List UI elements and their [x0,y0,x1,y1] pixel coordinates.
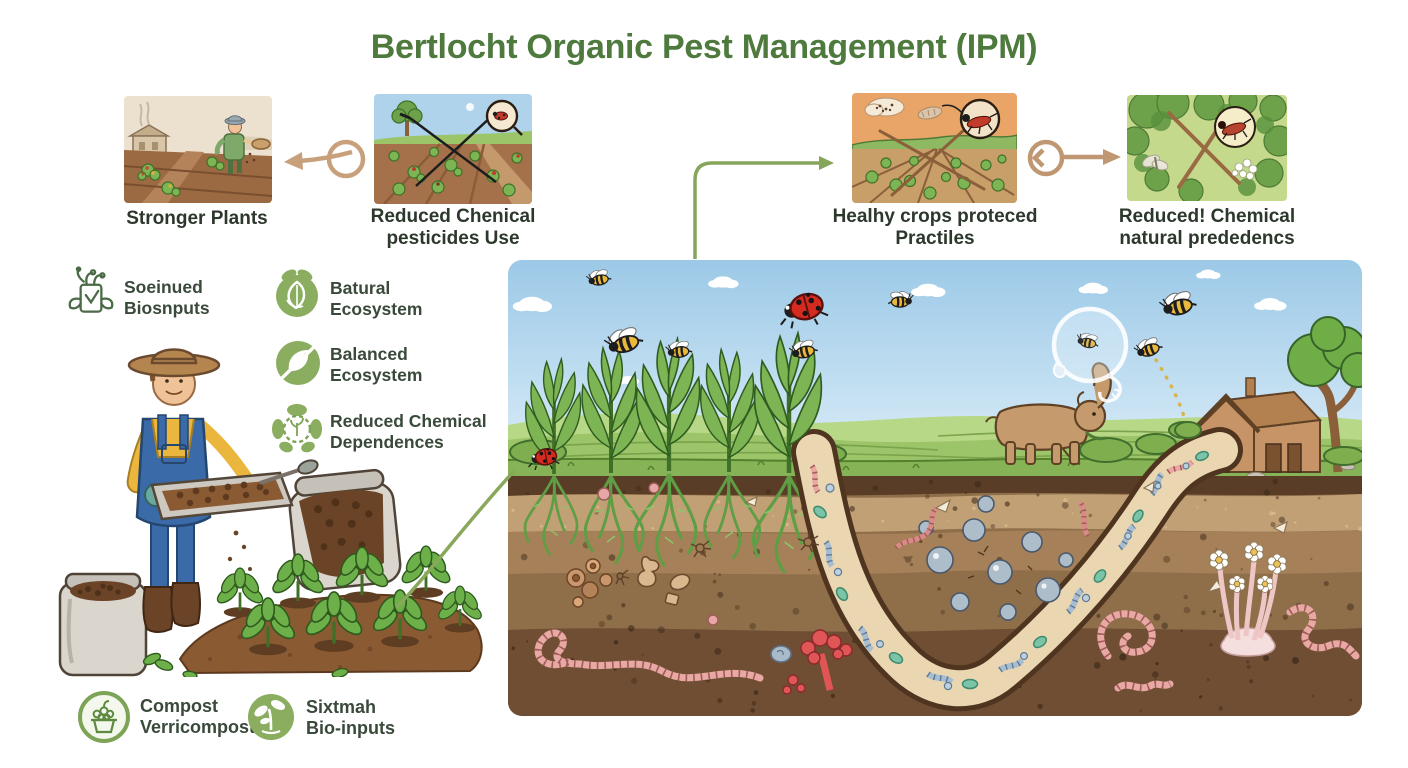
berries [141,166,172,188]
natural-ecosystem-leaf-icon [272,269,322,324]
pest-dots [412,154,520,186]
cow-with-trunk [985,362,1112,465]
panel-stronger-plants [124,96,272,203]
red-coral-fungus [782,629,853,695]
caption-stronger-plants: Stronger Plants [126,208,268,229]
panel-reduced-pesticides [374,94,532,204]
spider-microbes [615,530,820,586]
circle-arrow-right [1027,139,1121,177]
seedling-circle-icon [245,691,297,748]
soil-bubbles [918,495,1074,621]
panel-natural-predators [1127,95,1287,201]
ghost-bubble [1051,306,1129,403]
white-flowers [1231,158,1258,180]
no-pesticide-illustration [374,94,532,204]
natural-predators-illustration [1127,95,1287,201]
pale-larva [917,106,943,120]
bone-fragments [744,480,1288,594]
moth [1142,154,1169,171]
farmer-compost-illustration [40,337,490,680]
pink-cysts [597,482,719,626]
gray-cocoon [770,645,792,663]
underground-flowers [1209,541,1287,657]
magnifier-insect [1214,106,1256,148]
microbe-cluster-left [566,558,613,608]
crossed-sticks [878,119,986,197]
reduced-chemical-badge-icon [270,402,324,461]
pest-monitoring-illustration [852,93,1017,203]
panel-healthy-crops [852,93,1017,203]
foliage [1127,95,1287,201]
bio-inputs-jar-icon [64,264,118,327]
peanut-microbes [637,555,691,606]
compost-pot-circle-icon [76,689,132,750]
farmer [126,348,319,633]
bee-trail [1154,358,1187,422]
magnifier-pest [485,99,523,136]
balanced-ecosystem-leaf-slash-icon [273,338,323,393]
sprigs [142,652,349,680]
crossed-sprayer [399,112,497,187]
magnifier-predator [941,98,1001,140]
soil-ecosystem-illustration [508,260,1362,716]
dirt-specks-cluster [967,545,1033,595]
mini-farmer [214,115,271,174]
earthworms [534,604,1360,692]
aphid-cloud [864,97,905,117]
green-elbow-arrow [693,156,834,259]
page-title: Bertlocht Organic Pest Management (IPM) [370,28,1038,66]
compost-jar-left [58,572,148,677]
farmer-sowing-illustration [124,96,272,203]
circle-arrow-left [284,139,366,179]
